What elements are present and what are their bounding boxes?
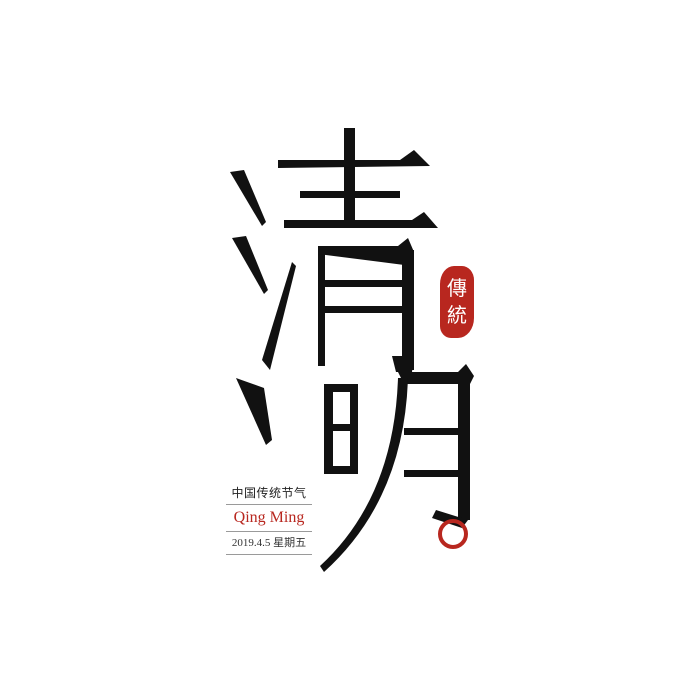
qing-top-vertical: [344, 128, 355, 222]
seal-character-1: 傳: [447, 276, 467, 300]
festival-subtitle: 中国传统节气: [231, 486, 307, 500]
seal-character-2: 統: [447, 303, 467, 327]
water-rising-stroke: [236, 378, 272, 445]
pinyin-title: Qing Ming: [233, 509, 305, 526]
red-seal-stamp: 傳 統: [440, 266, 474, 338]
qing-horizontal-1: [278, 150, 430, 168]
qing-moon-hook: [392, 356, 414, 372]
qing-moon-bar-2: [325, 306, 403, 313]
water-dot-top: [230, 170, 266, 226]
qing-moon-top: [318, 238, 414, 266]
divider-line: [226, 554, 312, 555]
qing-horizontal-3: [284, 212, 438, 228]
ming-sun-top: [324, 384, 358, 392]
qing-horizontal-2: [300, 191, 400, 198]
ming-moon-sweep: [320, 378, 408, 572]
qing-moon-left: [318, 246, 325, 366]
divider-line: [226, 504, 312, 505]
caption-block: 中国传统节气 Qing Ming 2019.4.5 星期五: [226, 484, 312, 557]
ming-sun-bottom: [324, 466, 358, 474]
ming-moon-bar-2: [404, 470, 460, 477]
ming-character: [320, 364, 474, 572]
divider-line: [226, 531, 312, 532]
date-label: 2019.4.5 星期五: [231, 537, 307, 549]
ming-moon-right: [458, 378, 470, 520]
ming-moon-top: [398, 364, 474, 384]
qing-moon-right: [402, 250, 414, 370]
ming-sun-middle: [324, 424, 358, 431]
water-upper-stroke: [262, 262, 296, 370]
ming-moon-bar-1: [404, 428, 460, 435]
qing-character: [230, 128, 438, 445]
water-dot-middle: [232, 236, 268, 294]
qing-moon-bar-1: [325, 280, 403, 287]
red-circle-accent: [438, 519, 468, 549]
